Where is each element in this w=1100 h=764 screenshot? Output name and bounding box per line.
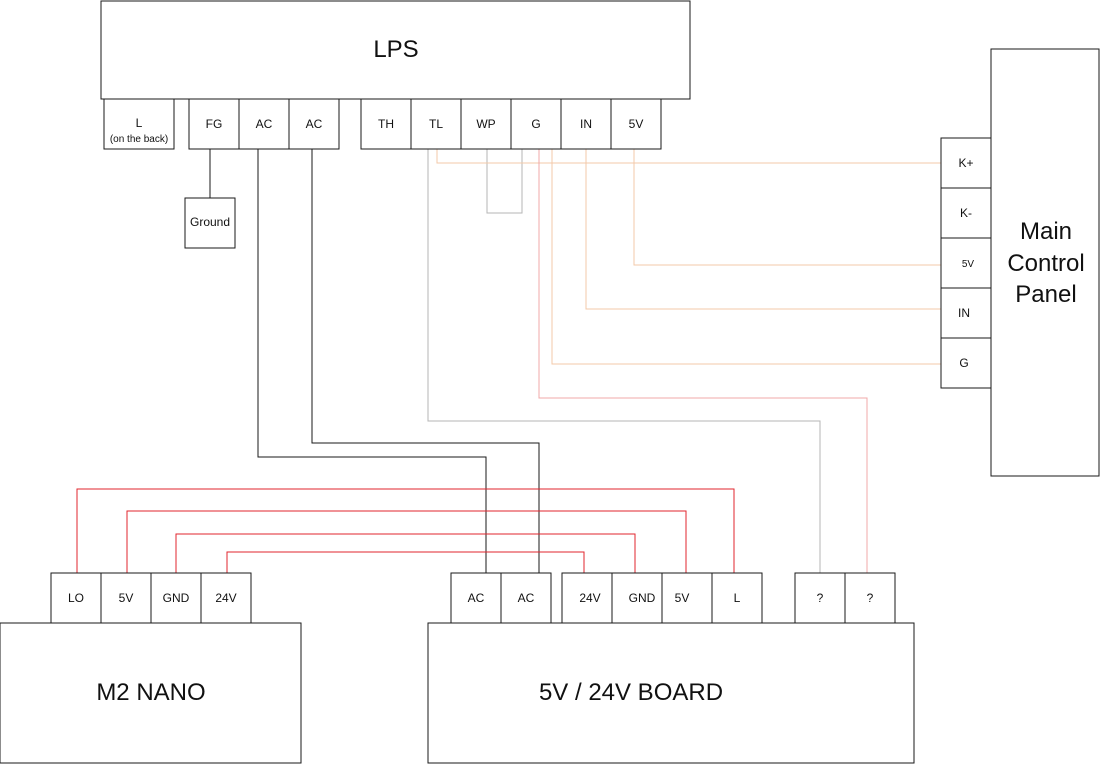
m2-nano-box — [0, 622, 302, 764]
m2-nano-terminal-24v: 24V — [200, 572, 252, 624]
board-terminal-ac2-label: AC — [518, 591, 535, 605]
board-terminal-gnd: GND — [611, 572, 663, 624]
board-terminal-unknown-2: ? — [844, 572, 896, 624]
mcp-terminal-in: IN — [940, 287, 992, 339]
board-terminal-unknown-1-label: ? — [817, 591, 824, 605]
lps-terminal-th: TH — [360, 98, 412, 150]
m2-nano-terminal-gnd-label: GND — [163, 591, 190, 605]
board-title: 5V / 24V BOARD — [539, 679, 723, 706]
board-terminal-l: L — [711, 572, 763, 624]
m2-nano-title: M2 NANO — [96, 679, 205, 706]
lps-terminal-l-label: L — [136, 116, 143, 130]
lps-terminal-fg-label: FG — [206, 117, 223, 131]
mcp-title-line3: Panel — [1015, 281, 1076, 308]
lps-terminal-th-label: TH — [378, 117, 394, 131]
mcp-terminal-g: G — [940, 337, 992, 389]
m2-nano-block: M2 NANO LO 5V GND 24V — [0, 572, 302, 764]
ground-box — [184, 197, 236, 249]
mcp-terminal-kplus: K+ — [940, 137, 992, 189]
board-terminal-24v: 24V — [561, 572, 613, 624]
board-terminal-gnd-label: GND — [629, 591, 656, 605]
wire-5v-mcp — [633, 149, 941, 266]
lps-block: LPS L (on the back) FG AC AC TH TL WP — [100, 0, 691, 150]
ground-block: Ground — [184, 197, 236, 249]
lps-terminal-tl: TL — [410, 98, 462, 150]
lps-terminal-ac1: AC — [238, 98, 290, 150]
wire-tl-board-q1 — [427, 149, 821, 573]
board-box — [427, 622, 915, 764]
mcp-box — [990, 48, 1100, 477]
lps-terminal-5v: 5V — [610, 98, 662, 150]
m2-nano-terminal-24v-label: 24V — [215, 591, 236, 605]
lps-terminal-wp-label: WP — [476, 117, 495, 131]
mcp-terminal-in-label: IN — [958, 306, 970, 320]
lps-box — [100, 0, 691, 100]
m2-nano-terminal-lo: LO — [50, 572, 102, 624]
lps-terminal-fg: FG — [188, 98, 240, 150]
lps-terminal-5v-label: 5V — [629, 117, 644, 131]
board-terminal-unknown-2-label: ? — [867, 591, 874, 605]
mcp-title-line1: Main — [1020, 218, 1072, 245]
mcp-terminal-g-label: G — [959, 356, 968, 370]
mcp-terminal-5v: 5V — [940, 237, 992, 289]
mcp-terminal-kminus-label: K- — [960, 206, 972, 220]
wires — [76, 149, 941, 573]
wire-ac1-lps-board — [257, 149, 487, 573]
lps-terminal-in: IN — [560, 98, 612, 150]
lps-terminal-g-label: G — [531, 117, 540, 131]
m2-nano-terminal-gnd: GND — [150, 572, 202, 624]
board-terminal-ac1-label: AC — [468, 591, 485, 605]
lps-terminal-tl-label: TL — [429, 117, 443, 131]
mcp-terminal-5v-label: 5V — [962, 259, 975, 270]
wire-wp-loop — [486, 149, 523, 214]
m2-nano-terminal-lo-label: LO — [68, 591, 84, 605]
ground-label: Ground — [190, 215, 230, 229]
m2-nano-terminal-5v: 5V — [100, 572, 152, 624]
wire-g-board-q2 — [538, 149, 868, 573]
lps-terminal-ac1-label: AC — [256, 117, 273, 131]
lps-title: LPS — [373, 36, 418, 63]
wire-5v-5v — [126, 510, 687, 573]
main-control-panel-block: Main Control Panel K+ K- 5V IN G — [940, 48, 1100, 477]
lps-terminal-ac2-label: AC — [306, 117, 323, 131]
board-terminal-l-label: L — [734, 591, 741, 605]
board-terminal-ac2: AC — [500, 572, 552, 624]
lps-terminal-l: L (on the back) — [103, 98, 175, 150]
wire-lo-l — [76, 488, 735, 573]
board-block: 5V / 24V BOARD AC AC 24V GND 5V L ? — [427, 572, 915, 764]
wire-24v-24v — [226, 551, 585, 573]
lps-terminal-wp: WP — [460, 98, 512, 150]
board-terminal-ac1: AC — [450, 572, 502, 624]
mcp-terminal-kplus-label: K+ — [958, 156, 973, 170]
m2-nano-terminal-5v-label: 5V — [119, 591, 134, 605]
lps-terminal-l-note: (on the back) — [110, 134, 168, 145]
board-terminal-unknown-1: ? — [794, 572, 846, 624]
lps-terminal-g: G — [510, 98, 562, 150]
wire-in-mcp — [585, 149, 941, 310]
wire-gnd-gnd — [175, 533, 636, 573]
mcp-title-line2: Control — [1007, 250, 1084, 277]
lps-terminal-ac2: AC — [288, 98, 340, 150]
wire-g-mcp — [551, 149, 941, 365]
lps-terminal-in-label: IN — [580, 117, 592, 131]
mcp-terminal-kminus: K- — [940, 187, 992, 239]
wire-ac2-lps-board — [311, 149, 540, 573]
board-terminal-5v: 5V — [661, 572, 713, 624]
wire-tl-kplus — [436, 149, 941, 164]
board-terminal-24v-label: 24V — [579, 591, 600, 605]
board-terminal-5v-label: 5V — [675, 591, 690, 605]
